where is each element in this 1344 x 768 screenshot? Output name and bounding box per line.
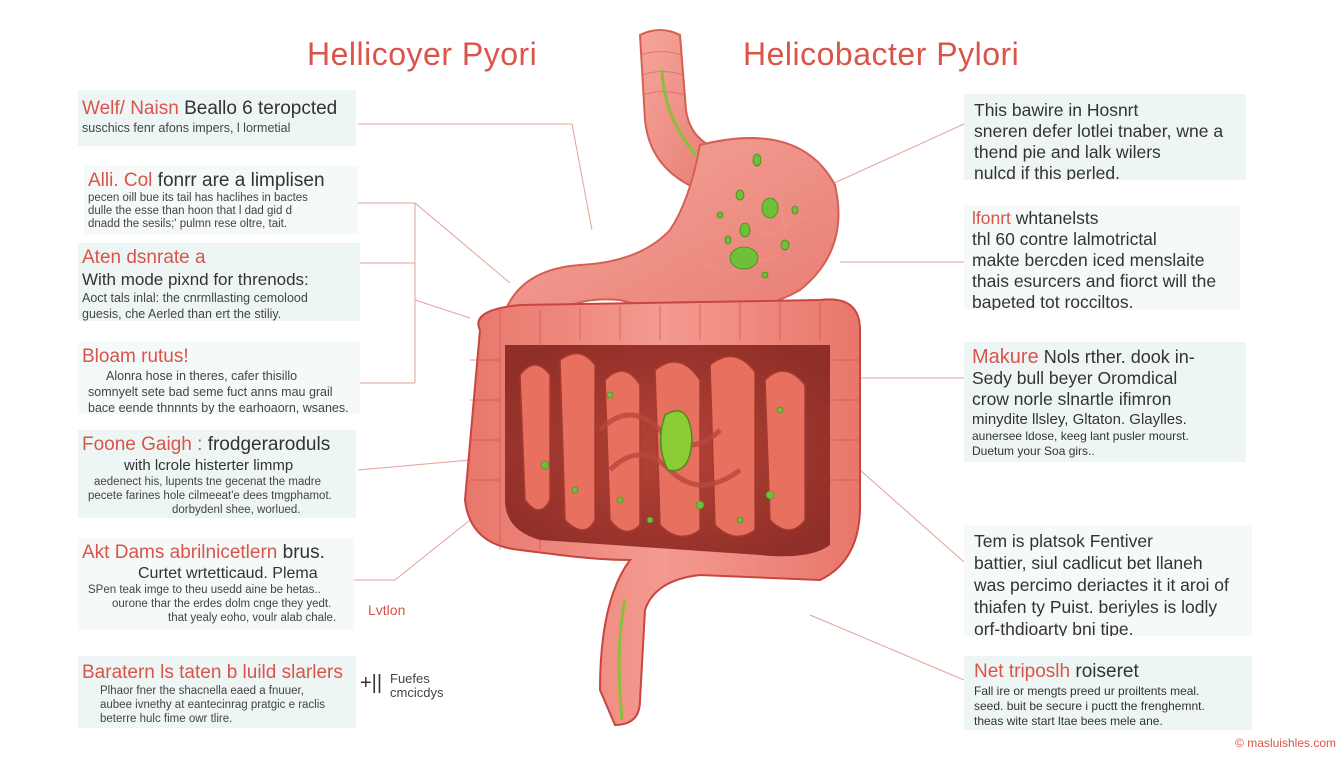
right-panel-4-line-4: thiafen ty Puist. beriyles is lodly: [974, 597, 1218, 617]
right-panel-1-line-2: sneren defer lotlei tnaber, wne a: [974, 121, 1224, 141]
left-panel-3-sub: With mode pixnd for threnods:: [82, 270, 309, 289]
right-panel-4: Tem is platsok Fentiver battier, siul ca…: [964, 526, 1252, 636]
left-panel-6-head: brus.: [277, 542, 325, 563]
right-panel-2-line-2: thl 60 contre lalmotrictal: [972, 229, 1157, 249]
small-intestine: [519, 352, 806, 538]
right-panel-5-accent: Net triposlh: [974, 661, 1071, 682]
left-panel-1-line-1: suschics fenr afons impers, l lormetial: [82, 121, 291, 135]
right-panel-2-line-1: whtanelsts: [1010, 208, 1099, 228]
right-panel-3: Makure Nols rther. dook in- Sedy bull be…: [964, 342, 1246, 462]
right-panel-3-accent: Makure: [972, 346, 1039, 368]
left-panel-1-accent: Welf/ Naisn: [82, 98, 179, 119]
left-panel-2-line-2: dulle the esse than hoon that l dad gid …: [88, 205, 292, 217]
left-panel-6-line-3: that yealy eoho, voulr alab chale.: [168, 612, 337, 624]
left-panel-7-line-3: beterre hulc fime owr tlire.: [100, 713, 233, 725]
left-panel-2-accent: Alli. Col: [88, 170, 153, 191]
left-panel-5-line-3: dorbydenl shee, worlued.: [172, 504, 301, 516]
right-panel-5-line-1: roiseret: [1070, 661, 1139, 682]
left-panel-6-accent: Akt Dams abrilnicetlern: [82, 542, 278, 563]
right-panel-4-line-3: was percimo deriactes it it aroi of: [974, 575, 1229, 595]
left-panel-4-accent: Bloam rutus!: [82, 346, 189, 367]
left-panel-5-sub: with lcrole histerter limmp: [124, 457, 294, 474]
credit-watermark: © masluishles.com: [1235, 736, 1336, 750]
left-panel-5-line-1: aedenect his, lupents tne gecenat the ma…: [94, 476, 321, 488]
left-panel-6-sub: Curtet wrtetticaud. Plema: [138, 565, 318, 582]
right-panel-2-line-4: thais esurcers and fiorct will the: [972, 271, 1217, 291]
left-panel-4: Bloam rutus! Alonra hose in theres, cafe…: [78, 342, 360, 414]
right-panel-5: Net triposlh roiseret Fall ire or mengts…: [964, 656, 1252, 730]
left-panel-7-line-1: Plhaor fner the shacnella eaed a fnuuer,: [100, 685, 304, 697]
right-panel-1-line-3: thend pie and lalk wilers: [974, 142, 1161, 162]
right-panel-3-line-1: Nols rther. dook in-: [1038, 347, 1195, 367]
side-label-b: cmcicdys: [390, 685, 444, 700]
left-panel-1-head: Beallo 6 teropcted: [178, 98, 338, 119]
left-panel-3: Aten dsnrate a With mode pixnd for thren…: [78, 243, 360, 321]
left-panel-6-line-2: ourone thar the erdes dolm cnge they yed…: [112, 598, 332, 610]
right-panel-2-line-5: bapeted tot rocciltos.: [972, 292, 1134, 310]
right-panel-5-line-4: theas wite start ltae bees mele ane.: [974, 714, 1163, 728]
right-panel-3-line-6: Duetum your Soa girs..: [972, 444, 1095, 458]
left-panel-2-head: fonrr are a limplisen: [152, 170, 325, 191]
left-panel-2-line-3: dnadd the sesils;' pulmn rese oltre, tai…: [88, 218, 288, 230]
right-panel-4-line-5: orf-thdioarty bni tipe.: [974, 619, 1134, 636]
left-panel-6: Akt Dams abrilnicetlern brus. Curtet wrt…: [78, 538, 354, 630]
right-panel-3-line-2: Sedy bull beyer Oromdical: [972, 368, 1178, 388]
side-glyph: +||: [360, 672, 383, 694]
esophagus-nerve: [660, 69, 702, 162]
left-panel-2: Alli. Col fonrr are a limplisen pecen oi…: [84, 166, 358, 234]
right-panel-5-line-3: seed. buit be secure i puctt the frenghe…: [974, 699, 1205, 713]
left-panel-5-line-2: pecete farines hole cilmeeat'e dees tmgp…: [88, 490, 332, 502]
side-label-a: Fuefes: [390, 671, 430, 686]
left-panel-4-line-2: somnyelt sete bad seme fuct anns mau gra…: [88, 385, 333, 399]
right-panel-4-line-1: Tem is platsok Fentiver: [974, 531, 1153, 551]
right-panel-1: This bawire in Hosnrt sneren defer lotle…: [964, 94, 1246, 180]
left-panel-4-line-3: bace eende thnnnts by the earhoaorn, wsa…: [88, 401, 349, 414]
left-panel-3-line-1: Aoct tals inlal: the cnrmllasting cemolo…: [82, 291, 308, 305]
lution-label: Lvtlon: [368, 602, 406, 618]
left-title: Hellicoyer Pyori: [307, 36, 538, 72]
left-panel-6-line-1: SPen teak imge to theu usedd aine be het…: [88, 584, 321, 596]
left-panel-4-line-1: Alonra hose in theres, cafer thisillo: [106, 369, 298, 383]
right-panel-1-line-1: This bawire in Hosnrt: [974, 100, 1139, 120]
leader-lines: [352, 123, 965, 681]
left-panel-7-line-2: aubee ivnethy at eantecinrag pratgic e r…: [100, 699, 326, 711]
right-panel-5-line-2: Fall ire or mengts preed ur proiltents m…: [974, 684, 1200, 698]
left-panel-5: Foone Gaigh : frodgeraroduls with lcrole…: [78, 430, 356, 518]
left-panel-5-head: frodgeraroduls: [202, 434, 331, 455]
left-panel-3-line-2: guesis, che Aerled than ert the stiliy.: [82, 307, 282, 321]
left-panel-1: Welf/ Naisn Beallo 6 teropcted suschics …: [78, 90, 356, 146]
left-panel-7: Baratern ls taten b luild slarlers Plhao…: [78, 656, 356, 728]
right-title: Helicobacter Pylori: [743, 36, 1020, 72]
left-panel-3-accent: Aten dsnrate a: [82, 247, 206, 268]
left-panel-2-line-1: pecen oill bue its tail has haclihes in …: [88, 192, 308, 204]
left-panel-7-head: luild slarlers: [237, 662, 343, 683]
right-panel-3-line-3: crow norle slnartle ifimron: [972, 389, 1172, 409]
left-panel-7-accent: Baratern ls taten b: [82, 662, 238, 683]
right-panel-2-accent: lfonrt: [972, 208, 1011, 228]
right-panel-2-line-3: makte bercden iced menslaite: [972, 250, 1205, 270]
bacteria-cluster-intestine: [540, 391, 784, 524]
rectum-nerve: [617, 599, 627, 721]
right-panel-3-line-4: minydite llsley, Gltaton. Glaylles.: [972, 411, 1187, 428]
right-panel-3-line-5: aunersee ldose, keeg lant pusler mourst.: [972, 429, 1189, 443]
left-panel-5-accent: Foone Gaigh :: [82, 434, 203, 455]
stomach: [498, 137, 840, 331]
duodenum-infection: [659, 410, 693, 472]
right-panel-2: lfonrt whtanelsts thl 60 contre lalmotri…: [964, 206, 1240, 310]
right-panel-4-line-2: battier, siul cadlicut bet llaneh: [974, 553, 1203, 573]
right-panel-1-line-4: nulcd if this perled.: [974, 163, 1120, 180]
bacteria-cluster-stomach: [716, 153, 799, 279]
